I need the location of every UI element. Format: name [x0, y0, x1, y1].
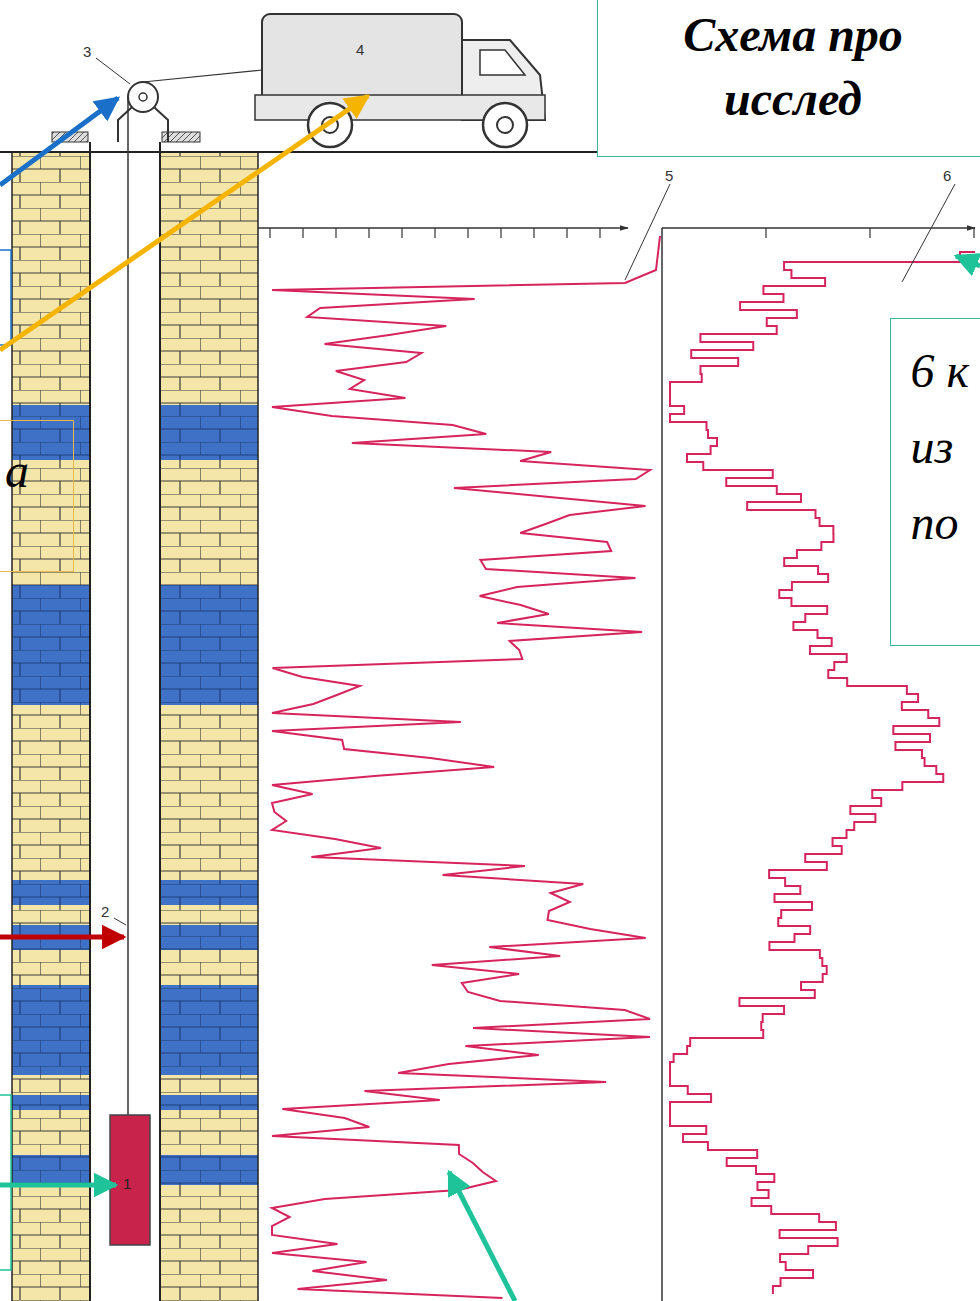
- rock-layer: [160, 985, 258, 1075]
- callout-box: а: [0, 420, 74, 572]
- callout-box: 6 к из по: [890, 318, 980, 646]
- rock-layer: [160, 1185, 258, 1301]
- rock-layer: [160, 460, 258, 585]
- title-box: Схема про исслед: [597, 0, 980, 157]
- rock-layer: [160, 405, 258, 460]
- callout-number: 2: [100, 904, 110, 919]
- rock-layer: [12, 1155, 90, 1185]
- title: Схема про исслед: [638, 3, 948, 131]
- log-curve: [670, 252, 975, 1294]
- rock-layer: [160, 1075, 258, 1095]
- rock-layer: [12, 1075, 90, 1095]
- rock-layer: [12, 985, 90, 1075]
- rock-layer: [160, 905, 258, 925]
- rock-layer: [12, 905, 90, 925]
- rock-layer: [12, 705, 90, 880]
- rock-layer: [12, 1110, 90, 1155]
- rock-layer: [160, 950, 258, 985]
- callout-text: 6 к из по: [911, 333, 973, 561]
- callout-number: 3: [82, 44, 92, 59]
- rock-layer: [12, 152, 90, 405]
- callout-number: 4: [355, 42, 365, 57]
- rock-layer: [12, 1095, 90, 1110]
- rock-layer: [12, 950, 90, 985]
- rock-layer: [160, 1155, 258, 1185]
- rock-layer: [12, 880, 90, 905]
- callout-number: 6: [942, 168, 952, 183]
- rock-layer: [160, 1110, 258, 1155]
- callout-number: 5: [664, 168, 674, 183]
- rock-layer: [12, 1185, 90, 1301]
- callout-text: а: [5, 441, 67, 501]
- log-curve: [272, 236, 660, 1298]
- rock-layer: [160, 152, 258, 405]
- callout-number: 1: [122, 1176, 132, 1191]
- rock-layer: [160, 925, 258, 950]
- rock-layer: [160, 1095, 258, 1110]
- rock-layer: [160, 705, 258, 880]
- rock-layer: [160, 880, 258, 905]
- rock-layer: [160, 585, 258, 705]
- rock-layer: [12, 585, 90, 705]
